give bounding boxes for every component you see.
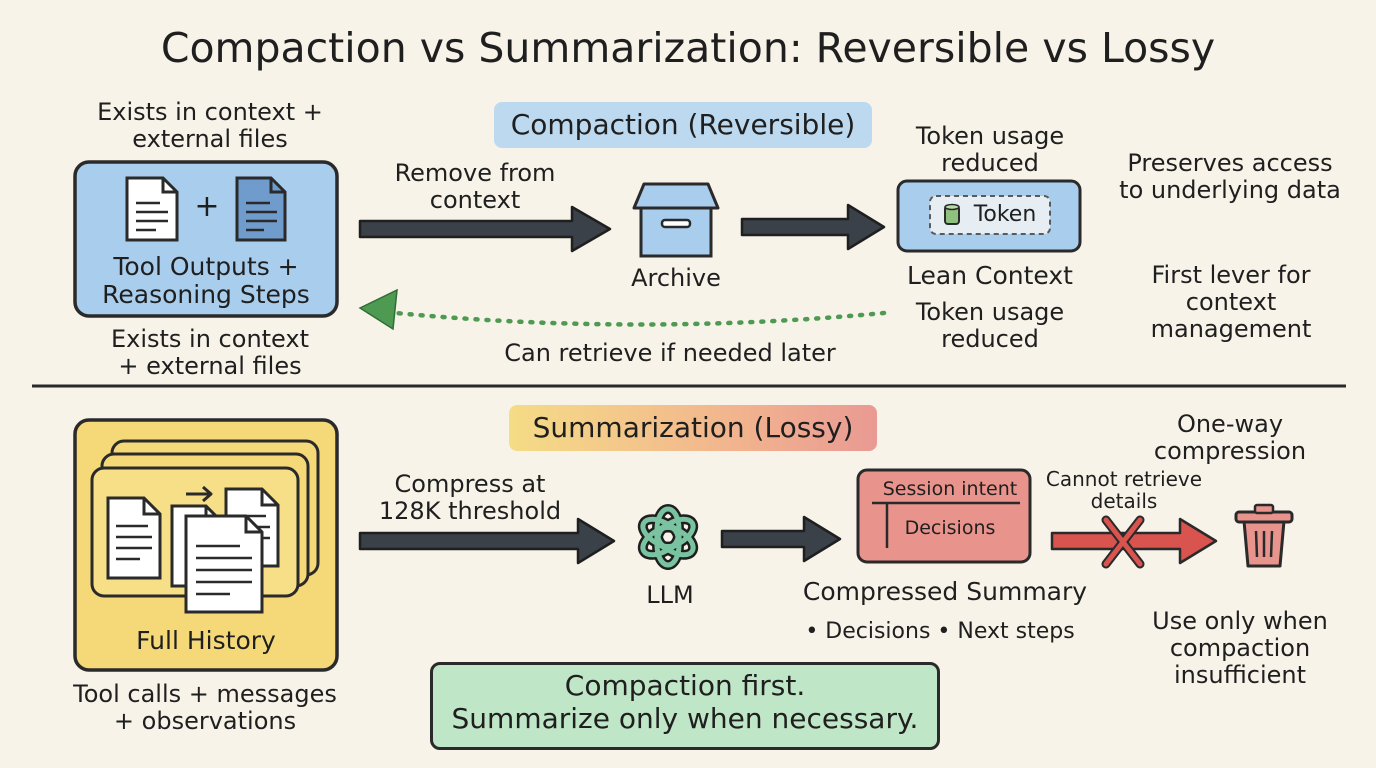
conclusion-text: Compaction first. Summarize only when ne… (451, 669, 919, 735)
summarization-header: Summarization (Lossy) (509, 405, 877, 451)
summary-row-intent: Session intent (882, 478, 1018, 500)
compress-arrow-label: Compress at 128K threshold (378, 470, 562, 525)
lean-top-note: Token usage reduced (915, 122, 1065, 177)
full-history-label: Full History (136, 626, 276, 655)
arrow-right-icon (186, 485, 213, 503)
conclusion-box (430, 662, 940, 750)
remove-arrow (358, 205, 612, 253)
preserves-access-note: Preserves access to underlying data (1119, 149, 1341, 204)
blocked-arrow (1050, 517, 1218, 565)
source-top-note: Exists in context + external files (97, 98, 323, 153)
llm-label: LLM (646, 581, 694, 609)
archive-label: Archive (631, 264, 721, 292)
first-lever-note: First lever for context management (1150, 261, 1312, 343)
remove-arrow-label: Remove from context (394, 159, 556, 214)
source-bottom-note: Exists in context + external files (110, 325, 310, 380)
summary-label: Compressed Summary (802, 577, 1088, 606)
compaction-header: Compaction (Reversible) (494, 102, 872, 148)
document-icon (170, 504, 264, 614)
to-summary-arrow (720, 515, 842, 563)
cannot-retrieve-note: Cannot retrieve details (1045, 467, 1203, 514)
retrieve-label: Can retrieve if needed later (504, 339, 836, 367)
summary-bullets: • Decisions • Next steps (805, 619, 1075, 644)
history-note: Tool calls + messages + observations (73, 680, 337, 735)
token-cylinder-icon (944, 203, 960, 225)
trash-icon (1234, 503, 1294, 568)
plus-sign: + (194, 189, 220, 224)
retrieve-arrow (358, 288, 887, 331)
one-way-note: One-way compression (1153, 410, 1307, 465)
use-only-when-note: Use only when compaction insufficient (1152, 607, 1328, 689)
lean-bottom-note: Token usage reduced (915, 298, 1065, 353)
archive-icon (632, 182, 720, 258)
cross-icon (1101, 515, 1145, 569)
document-icon (106, 496, 162, 580)
page-title: Compaction vs Summarization: Reversible … (160, 24, 1216, 72)
summary-row-decisions: Decisions (904, 517, 996, 539)
lean-context-label: Lean Context (907, 261, 1073, 290)
token-chip (929, 195, 1051, 235)
to-lean-context-arrow (740, 203, 886, 251)
tool-outputs-label: Tool Outputs + Reasoning Steps (102, 252, 310, 309)
document-icon (235, 176, 287, 242)
token-chip-label: Token (973, 202, 1037, 227)
compress-arrow (358, 517, 616, 565)
document-icon (125, 176, 179, 242)
summary-card (856, 468, 1032, 564)
llm-icon (637, 504, 699, 570)
